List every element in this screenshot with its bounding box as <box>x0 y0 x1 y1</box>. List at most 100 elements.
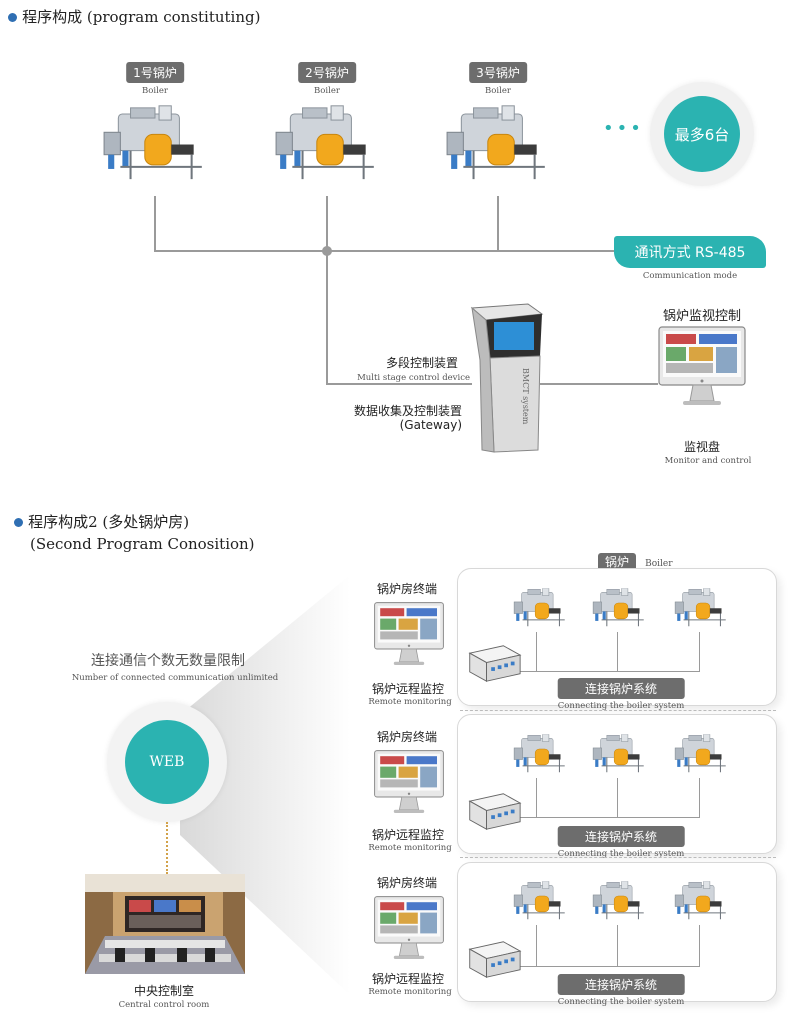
group-3-line-1 <box>536 925 537 967</box>
group-1-connect-sub: Connecting the boiler system <box>557 701 685 711</box>
boiler-3-tag: 3号锅炉 <box>469 62 527 83</box>
boiler-1-sub: Boiler <box>142 86 168 96</box>
group-1-line-3 <box>699 632 700 672</box>
boiler-1-line <box>154 196 156 251</box>
boiler-legend-tag: 锅炉 <box>598 553 637 571</box>
group-1-line-2 <box>617 632 618 672</box>
junction-dot <box>322 246 332 256</box>
group-1-monitor <box>373 600 445 670</box>
gateway-label: 数据收集及控制装置 <box>353 404 462 418</box>
group-2-boiler-2 <box>591 733 649 775</box>
multi-stage-sub: Multi stage control device <box>357 373 470 383</box>
group-3-remote-sub: Remote monitoring <box>368 987 452 997</box>
group-2-boiler-1 <box>512 733 570 775</box>
divider-1 <box>460 710 776 711</box>
boiler-3: 3号锅炉 Boiler <box>469 62 527 96</box>
group-3-terminal-label: 锅炉房终端 <box>376 876 438 890</box>
kiosk-text: BMCT system <box>521 368 530 425</box>
group-2-connect-sub: Connecting the boiler system <box>557 849 685 859</box>
section2-title: 程序构成2 (多处锅炉房) <box>28 513 190 531</box>
bullet-icon <box>14 518 23 527</box>
group-3-remote-label: 锅炉远程监控 <box>371 972 445 986</box>
group-2-line-3 <box>699 778 700 818</box>
monitor-sub: Monitor and control <box>664 456 752 466</box>
boiler-3-line <box>497 196 499 251</box>
group-3-boiler-3 <box>673 880 731 922</box>
group-3-monitor <box>373 894 445 964</box>
boiler-2-image <box>272 104 384 184</box>
bullet-icon <box>8 13 17 22</box>
monitor-title: 锅炉监视控制 <box>662 309 742 324</box>
boiler-2-line <box>326 196 328 251</box>
comm-mode-sub: Communication mode <box>642 271 738 281</box>
group-1-terminal-label: 锅炉房终端 <box>376 582 438 596</box>
group-2-remote-label: 锅炉远程监控 <box>371 828 445 842</box>
unlimited-label: 连接通信个数无数量限制 <box>91 653 245 669</box>
max-label: 最多6台 <box>674 125 730 144</box>
control-room-image <box>85 874 245 974</box>
group-3-line-3 <box>699 925 700 967</box>
boiler-3-sub: Boiler <box>485 86 511 96</box>
monitor-image <box>657 325 747 410</box>
group-2-bus <box>505 817 700 818</box>
section2-header: 程序构成2 (多处锅炉房) <box>14 511 189 532</box>
to-gateway-line <box>326 383 472 385</box>
group-3-line-2 <box>617 925 618 967</box>
group-2-remote-sub: Remote monitoring <box>368 843 452 853</box>
control-room-sub: Central control room <box>118 1000 210 1010</box>
cone-shape <box>180 575 350 995</box>
group-2-line-1 <box>536 778 537 818</box>
group-3-bus <box>505 966 700 967</box>
group-2-gateway-box <box>466 790 522 832</box>
group-3-connect: 连接锅炉系统 Connecting the boiler system <box>557 974 685 1007</box>
boiler-2-tag: 2号锅炉 <box>298 62 356 83</box>
boiler-legend-sub: Boiler <box>645 559 673 569</box>
group-1-remote-sub: Remote monitoring <box>368 697 452 707</box>
group-1-boiler-1 <box>512 587 570 629</box>
gateway-sub: (Gateway) <box>399 418 462 432</box>
group-1-connect-tag: 连接锅炉系统 <box>557 678 685 699</box>
boiler-2: 2号锅炉 Boiler <box>298 62 356 96</box>
to-monitor-line <box>540 383 658 385</box>
boiler-2-sub: Boiler <box>314 86 340 96</box>
group-3-connect-sub: Connecting the boiler system <box>557 997 685 1007</box>
group-1-gateway-box <box>466 642 522 684</box>
group-2-monitor <box>373 748 445 818</box>
comm-mode-badge: 通讯方式 RS-485 <box>614 236 766 268</box>
group-2-terminal-label: 锅炉房终端 <box>376 730 438 744</box>
group-3-boiler-1 <box>512 880 570 922</box>
boiler-1-tag: 1号锅炉 <box>126 62 184 83</box>
divider-2 <box>460 857 776 858</box>
comm-mode-label: 通讯方式 RS-485 <box>634 245 746 261</box>
section2-title-en: (Second Program Conosition) <box>30 535 255 553</box>
group-3-connect-tag: 连接锅炉系统 <box>557 974 685 995</box>
group-1-line-1 <box>536 632 537 672</box>
group-1-boiler-3 <box>673 587 731 629</box>
group-3-gateway-box <box>466 938 522 980</box>
group-1-bus <box>505 671 700 672</box>
group-3-boiler-2 <box>591 880 649 922</box>
ellipsis-dots: ••• <box>603 118 644 139</box>
boiler-legend: 锅炉 Boiler <box>598 551 673 571</box>
web-circle: WEB <box>125 720 209 804</box>
group-1-boiler-2 <box>591 587 649 629</box>
section1-title: 程序构成 (program constituting) <box>22 8 261 26</box>
boiler-1: 1号锅炉 Boiler <box>126 62 184 96</box>
drop-line <box>326 252 328 384</box>
max-circle: 最多6台 <box>664 96 740 172</box>
boiler-3-image <box>443 104 555 184</box>
control-room-label: 中央控制室 <box>133 984 195 998</box>
group-2-connect-tag: 连接锅炉系统 <box>557 826 685 847</box>
kiosk-device <box>470 303 544 453</box>
group-1-remote-label: 锅炉远程监控 <box>371 682 445 696</box>
bus-line <box>154 250 616 252</box>
multi-stage-label: 多段控制装置 <box>385 356 458 370</box>
unlimited-sub: Number of connected communication unlimi… <box>71 673 279 683</box>
monitor-label: 监视盘 <box>683 440 721 454</box>
group-1-connect: 连接锅炉系统 Connecting the boiler system <box>557 678 685 711</box>
boiler-1-image <box>100 104 212 184</box>
section1-header: 程序构成 (program constituting) <box>8 6 260 27</box>
group-2-boiler-3 <box>673 733 731 775</box>
group-2-line-2 <box>617 778 618 818</box>
web-to-room-line <box>166 822 168 874</box>
